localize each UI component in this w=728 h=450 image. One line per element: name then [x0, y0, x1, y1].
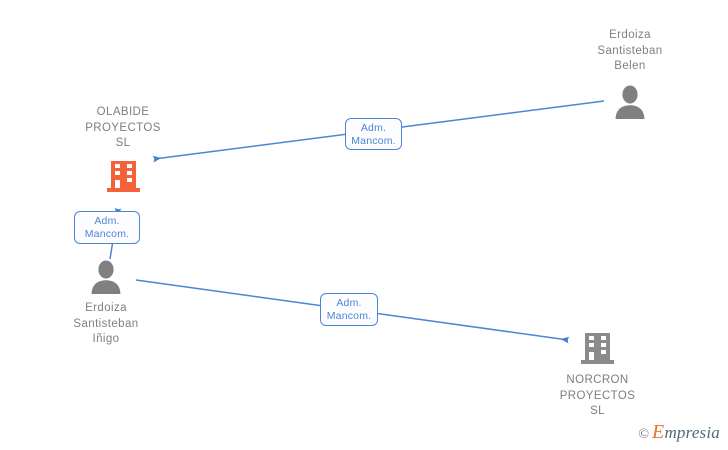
empresia-watermark: © Empresia: [638, 421, 720, 444]
edge-label-line2: Mancom.: [351, 135, 396, 147]
node-label-belen: Erdoiza Santisteban Belen: [597, 29, 663, 72]
edge-label-inigo-olabide[interactable]: Adm. Mancom.: [74, 211, 140, 244]
person-icon[interactable]: [611, 83, 649, 119]
person-icon[interactable]: [87, 258, 125, 294]
edge-label-line2: Mancom.: [84, 228, 130, 240]
node-erdoiza-santisteban-inigo[interactable]: Erdoiza Santisteban Iñigo: [54, 258, 158, 348]
node-erdoiza-santisteban-belen[interactable]: Erdoiza Santisteban Belen: [578, 28, 682, 119]
edge-label-line1: Adm.: [94, 215, 120, 227]
edge-label-line1: Adm.: [336, 297, 362, 309]
building-icon[interactable]: [106, 160, 140, 192]
edge-label-inigo-norcron[interactable]: Adm. Mancom.: [320, 293, 378, 326]
node-norcron-proyectos-sl[interactable]: NORCRON PROYECTOS SL: [540, 333, 655, 420]
node-label-norcron: NORCRON PROYECTOS SL: [559, 374, 636, 417]
edge-label-line1: Adm.: [360, 122, 387, 134]
copyright-icon: ©: [638, 427, 650, 442]
edge-label-line2: Mancom.: [326, 310, 372, 322]
node-olabide-proyectos-sl[interactable]: OLABIDE PROYECTOS SL: [58, 105, 188, 192]
brand-wordmark: Empresia: [652, 421, 720, 444]
node-label-olabide: OLABIDE PROYECTOS SL: [85, 106, 161, 149]
edge-label-belen-olabide[interactable]: Adm. Mancom.: [345, 118, 402, 150]
node-label-inigo: Erdoiza Santisteban Iñigo: [73, 302, 139, 345]
brand-rest: mpresia: [664, 423, 720, 442]
building-icon[interactable]: [581, 333, 614, 364]
brand-initial: E: [652, 421, 665, 443]
